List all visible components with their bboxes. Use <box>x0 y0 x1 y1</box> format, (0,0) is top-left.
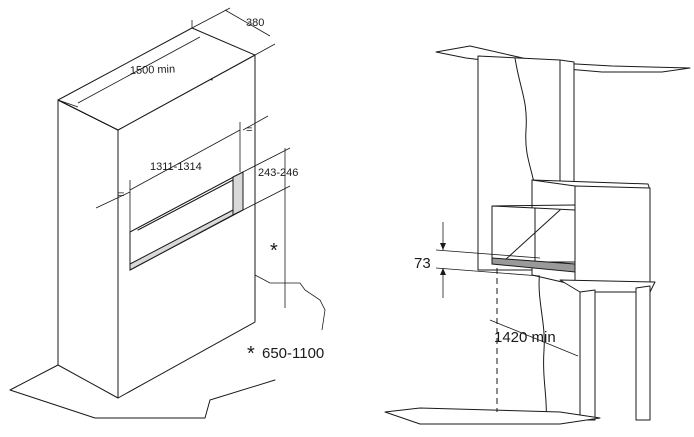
dim-depth-line <box>224 9 271 37</box>
dim-niche-height-ext-top <box>242 147 291 173</box>
niche-inner-right <box>232 171 244 216</box>
leg-left <box>579 289 596 421</box>
dim-asterisk-label: * <box>270 240 278 262</box>
eq-ref-line-left <box>95 191 131 209</box>
power-cable <box>514 57 539 206</box>
dim-niche-height-ext-bot <box>242 185 291 211</box>
height-range-marker: * <box>247 343 255 365</box>
left-view: 1500 min 380 1311-1314 = = 243-246 * * 6… <box>9 7 326 419</box>
niche-back-line <box>137 179 234 231</box>
eq-sign-left: = <box>118 189 124 201</box>
arrowhead-gap-top <box>440 243 446 250</box>
dim-gap-label: 73 <box>414 255 431 272</box>
dim-gap-top-ext <box>435 249 541 259</box>
dim-depth-label: 380 <box>246 17 264 29</box>
wall-side-face <box>57 99 119 399</box>
floor-plate <box>384 407 601 425</box>
top-edge-line <box>57 99 119 131</box>
eq-ref-line-top <box>242 115 269 131</box>
dim-depth-ext-a <box>191 7 231 29</box>
drawer-diag <box>504 209 561 261</box>
eq-sign-top: = <box>246 124 252 136</box>
dim-floor-height-ext <box>489 319 579 357</box>
arrowhead-gap-bot <box>440 268 446 275</box>
drawer-bottom-shadow <box>491 257 576 273</box>
height-range-label: 650-1100 <box>262 345 324 362</box>
dim-niche-width-line <box>129 129 241 191</box>
dim-width-label: 1500 min <box>130 63 176 77</box>
drawer-body <box>534 207 576 263</box>
niche-bottom-shadow <box>129 209 234 271</box>
cabinet-side <box>574 185 651 286</box>
left-floor-outline <box>9 364 276 419</box>
floor-break-line <box>254 274 326 331</box>
dim-niche-width-label: 1311-1314 <box>150 161 202 173</box>
dim-depth-ext-b <box>254 43 276 56</box>
dim-width-ext-a <box>57 99 79 108</box>
dim-gap-bot-ext <box>435 267 541 277</box>
leg-right <box>635 285 651 421</box>
power-cable-lower <box>538 267 547 421</box>
drawer-front-panel <box>491 205 536 263</box>
right-view: 73 1420 min <box>384 45 691 425</box>
dim-niche-height-label: 243-246 <box>258 167 298 179</box>
dim-floor-height-label: 1420 min <box>494 329 556 346</box>
dim-width-line <box>77 36 201 104</box>
drawer-top-edge <box>491 204 576 207</box>
